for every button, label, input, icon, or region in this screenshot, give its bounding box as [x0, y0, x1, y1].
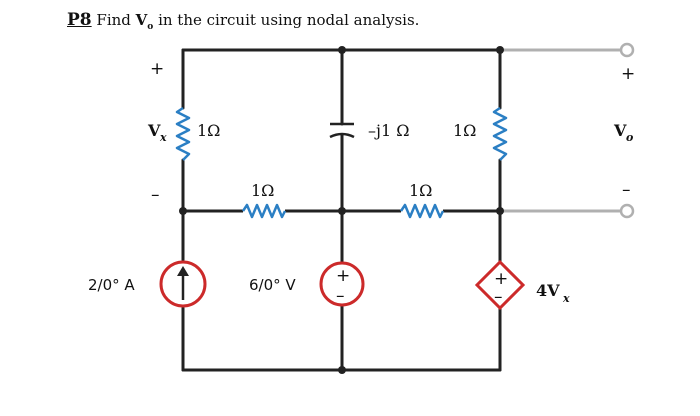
dep-source-subscript: x	[562, 292, 570, 305]
depsource-minus: –	[494, 287, 503, 307]
problem-text-before: Find	[96, 11, 136, 29]
resistor-mid-left	[241, 203, 287, 219]
label-current-source: 2/0° A	[88, 276, 135, 294]
label-r-right: 1Ω	[453, 121, 476, 140]
problem-number: P8	[67, 10, 92, 30]
dep-source-gain: 4V	[536, 281, 560, 300]
vo-symbol: V	[613, 121, 627, 140]
dependent-source	[474, 259, 526, 311]
vx-symbol: V	[147, 121, 161, 140]
voltage-source	[319, 261, 365, 307]
vx-subscript: x	[159, 131, 167, 144]
output-terminals	[500, 48, 622, 213]
label-voltage-source: 6/0° V	[249, 276, 296, 294]
nodes	[179, 46, 504, 374]
resistor-right	[492, 106, 508, 161]
current-source	[159, 260, 207, 308]
depsource-plus: +	[494, 269, 508, 289]
problem-vo-subscript: o	[147, 22, 154, 32]
resistor-left	[175, 106, 191, 161]
problem-vo: Vo	[135, 11, 154, 32]
vx-plus: +	[150, 59, 164, 79]
vo-plus: +	[621, 64, 635, 84]
problem-vo-symbol: V	[135, 11, 148, 29]
vsource-minus: –	[336, 286, 345, 306]
vo-minus: –	[622, 180, 631, 200]
terminal-bottom	[619, 203, 635, 219]
vsource-plus: +	[336, 266, 350, 286]
capacitor	[329, 122, 355, 139]
problem-statement: P8 Find Vo in the circuit using nodal an…	[67, 10, 419, 32]
vx-minus: –	[151, 185, 160, 205]
problem-text-after: in the circuit using nodal analysis.	[153, 11, 420, 29]
vo-subscript: o	[626, 131, 633, 144]
label-r-mid-right: 1Ω	[409, 181, 432, 200]
resistor-mid-right	[399, 203, 445, 219]
terminal-top	[619, 42, 635, 58]
label-capacitor: –j1 Ω	[368, 121, 410, 140]
label-r-mid-left: 1Ω	[251, 181, 274, 200]
label-r-left: 1Ω	[197, 121, 220, 140]
